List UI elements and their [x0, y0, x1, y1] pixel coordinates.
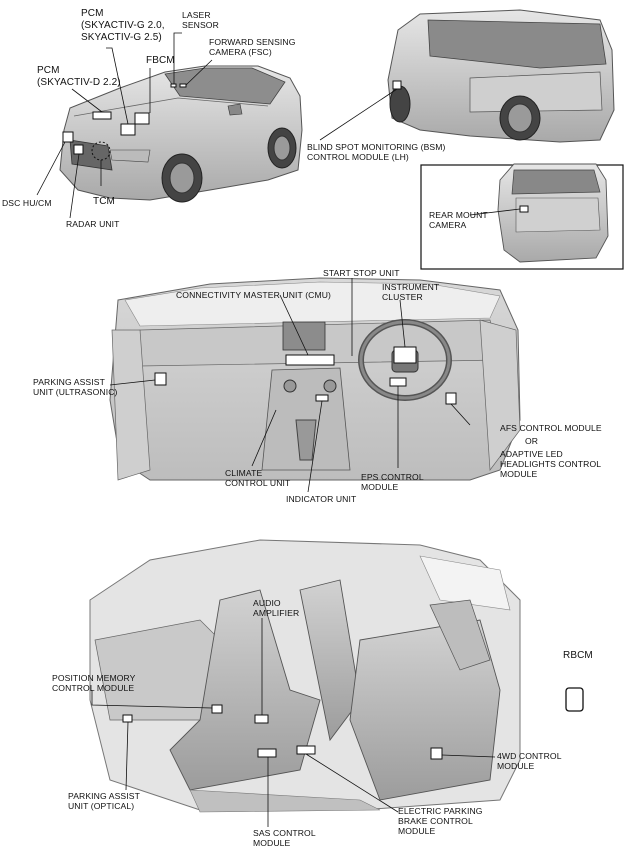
- dsc-label: DSC HU/CM: [2, 198, 52, 208]
- epb-module: [296, 745, 316, 755]
- rear-car: [387, 9, 615, 143]
- start-stop-label: START STOP UNIT: [323, 268, 400, 278]
- audio-amp-module: [254, 714, 269, 724]
- parking-ultrasonic-label: PARKING ASSIST UNIT (ULTRASONIC): [33, 377, 118, 397]
- afs-module: [445, 392, 457, 405]
- indicator-module: [315, 394, 329, 402]
- radar-label: RADAR UNIT: [66, 219, 120, 229]
- dashboard-modules: [154, 346, 457, 405]
- epb-label: ELECTRIC PARKING BRAKE CONTROL MODULE: [398, 806, 483, 836]
- tcm-module: [91, 141, 111, 161]
- eps-module: [389, 377, 407, 387]
- rbcm-label: RBCM: [563, 650, 593, 661]
- afs-label: AFS CONTROL MODULE: [500, 423, 602, 433]
- dashboard-view: [109, 277, 521, 481]
- rear-camera-label: REAR MOUNT CAMERA: [429, 210, 488, 230]
- bsm-module: [392, 80, 402, 90]
- pcm-gasoline-module: [120, 123, 136, 136]
- fsc-module: [179, 83, 187, 88]
- or-label: OR: [525, 436, 539, 446]
- bsm-label: BLIND SPOT MONITORING (BSM) CONTROL MODU…: [307, 142, 446, 162]
- interior-modules: [122, 687, 584, 760]
- cmu-label: CONNECTIVITY MASTER UNIT (CMU): [176, 290, 331, 300]
- eps-label: EPS CONTROL MODULE: [361, 472, 424, 492]
- rear-camera-module: [519, 205, 529, 213]
- front-car-modules: [62, 83, 187, 161]
- four-wd-module: [430, 747, 443, 760]
- fbcm-module: [134, 112, 150, 125]
- parking-ultrasonic-module: [154, 372, 167, 386]
- rear-camera-inset: [420, 163, 624, 270]
- four-wd-label: 4WD CONTROL MODULE: [497, 751, 562, 771]
- position-memory-label: POSITION MEMORY CONTROL MODULE: [52, 673, 136, 693]
- parking-optical-label: PARKING ASSIST UNIT (OPTICAL): [68, 791, 140, 811]
- laser-sensor-label: LASER SENSOR: [182, 10, 219, 30]
- rbcm-module: [565, 687, 584, 712]
- fsc-label: FORWARD SENSING CAMERA (FSC): [209, 37, 296, 57]
- leader-lines: [36, 32, 521, 827]
- tcm-label: TCM: [93, 196, 115, 207]
- adaptive-led-label: ADAPTIVE LED HEADLIGHTS CONTROL MODULE: [500, 449, 602, 479]
- parking-optical-module: [122, 714, 133, 723]
- indicator-label: INDICATOR UNIT: [286, 494, 357, 504]
- cluster-module: [393, 346, 417, 364]
- pcm-diesel-label: PCM (SKYACTIV-D 2.2): [37, 65, 121, 88]
- dsc-module: [62, 131, 74, 143]
- cmu-module: [285, 354, 335, 366]
- pcm-gasoline-label: PCM (SKYACTIV-G 2.0, SKYACTIV-G 2.5): [81, 8, 165, 43]
- position-memory-module: [211, 704, 223, 714]
- cluster-label: INSTRUMENT CLUSTER: [382, 282, 440, 302]
- sas-module: [257, 748, 277, 758]
- fbcm-label: FBCM: [146, 55, 175, 66]
- pcm-diesel-module: [92, 111, 112, 120]
- radar-module: [73, 144, 84, 155]
- laser-sensor-module: [170, 83, 177, 88]
- climate-label: CLIMATE CONTROL UNIT: [225, 468, 291, 488]
- front-car: [59, 65, 303, 203]
- audio-amp-label: AUDIO AMPLIFIER: [253, 598, 300, 618]
- interior-view: [89, 539, 521, 813]
- sas-label: SAS CONTROL MODULE: [253, 828, 316, 848]
